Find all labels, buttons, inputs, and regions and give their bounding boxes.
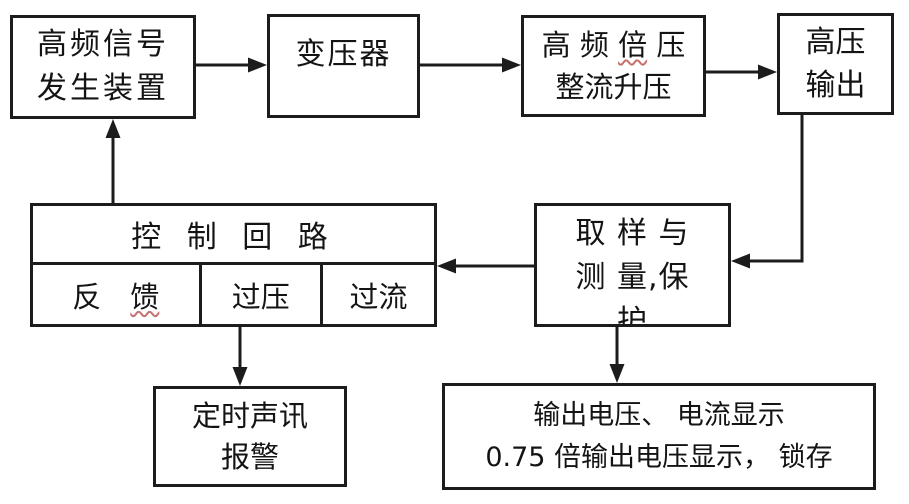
alarm-line1: 定时声讯	[191, 398, 308, 433]
signal-generator-line2: 发生装置	[37, 71, 169, 106]
voltage-doubler-line2: 整流升压	[555, 70, 672, 104]
arrow-sampling-to-display	[609, 327, 625, 383]
arrow-signal-to-transformer-head	[248, 57, 267, 73]
node-signal-generator: 高频信号 发生装置	[10, 15, 196, 119]
alarm-line2: 报警	[220, 439, 279, 474]
arrow-doubler-to-hv-output	[706, 64, 777, 80]
sampling-line1: 取 样 与	[575, 216, 690, 251]
node-transformer: 变压器	[267, 14, 420, 118]
display-line1: 输出电压、 电流显示	[533, 399, 785, 431]
control-cell-overcurrent: 过流	[349, 279, 408, 314]
arrow-sampling-to-control	[437, 258, 534, 274]
control-cell-feedback: 反 馈	[33, 265, 199, 324]
arrow-hv-output-to-sampling	[731, 115, 804, 269]
arrow-control-to-signal-feedback	[105, 119, 121, 203]
hv-output-line2: 输出	[805, 68, 866, 103]
voltage-doubler-line1-wavy: 倍	[618, 28, 648, 62]
node-hv-output: 高压 输出	[777, 13, 894, 115]
control-cell-overvoltage: 过压	[198, 265, 323, 324]
arrow-hv-output-to-sampling-head	[731, 253, 750, 269]
voltage-doubler-line1-before: 高 频	[541, 28, 619, 62]
arrow-signal-to-transformer	[196, 57, 267, 73]
arrow-doubler-to-hv-output-head	[758, 64, 777, 80]
signal-generator-line1: 高频信号	[37, 27, 169, 62]
node-control-loop: 控 制 回 路 反 馈 过压 过流	[30, 203, 437, 327]
arrow-overvoltage-to-alarm-head	[232, 367, 248, 386]
control-loop-title: 控 制 回 路	[33, 206, 434, 265]
hv-output-line1: 高压	[805, 25, 866, 60]
voltage-doubler-line1: 高 频 倍 压	[542, 24, 686, 66]
arrow-transformer-to-doubler	[420, 57, 521, 73]
arrow-sampling-to-control-head	[437, 258, 456, 274]
sampling-line3-clipped: 护	[617, 304, 648, 327]
transformer-label: 变压器	[295, 37, 392, 72]
control-loop-cells: 反 馈 过压 过流	[33, 265, 434, 324]
node-timed-audio-alarm: 定时声讯 报警	[153, 386, 347, 487]
sampling-line2: 测 量,保	[575, 260, 690, 295]
node-voltage-doubler: 高 频 倍 压 整流升压	[521, 15, 706, 117]
node-output-display-latch: 输出电压、 电流显示 0.75 倍输出电压显示， 锁存	[442, 383, 876, 490]
feedback-label-before: 反	[72, 279, 131, 314]
arrow-overvoltage-to-alarm	[232, 327, 248, 386]
arrow-control-to-signal-feedback-head	[105, 119, 121, 138]
arrow-transformer-to-doubler-head	[502, 57, 521, 73]
arrow-sampling-to-display-head	[609, 364, 625, 383]
arrow-hv-output-to-sampling-line	[745, 115, 804, 263]
voltage-doubler-line1-after: 压	[647, 28, 686, 62]
feedback-label-wavy: 馈	[130, 279, 160, 314]
node-sampling-measurement: 取 样 与 测 量,保 护	[534, 203, 731, 327]
display-line2: 0.75 倍输出电压显示， 锁存	[485, 441, 833, 473]
